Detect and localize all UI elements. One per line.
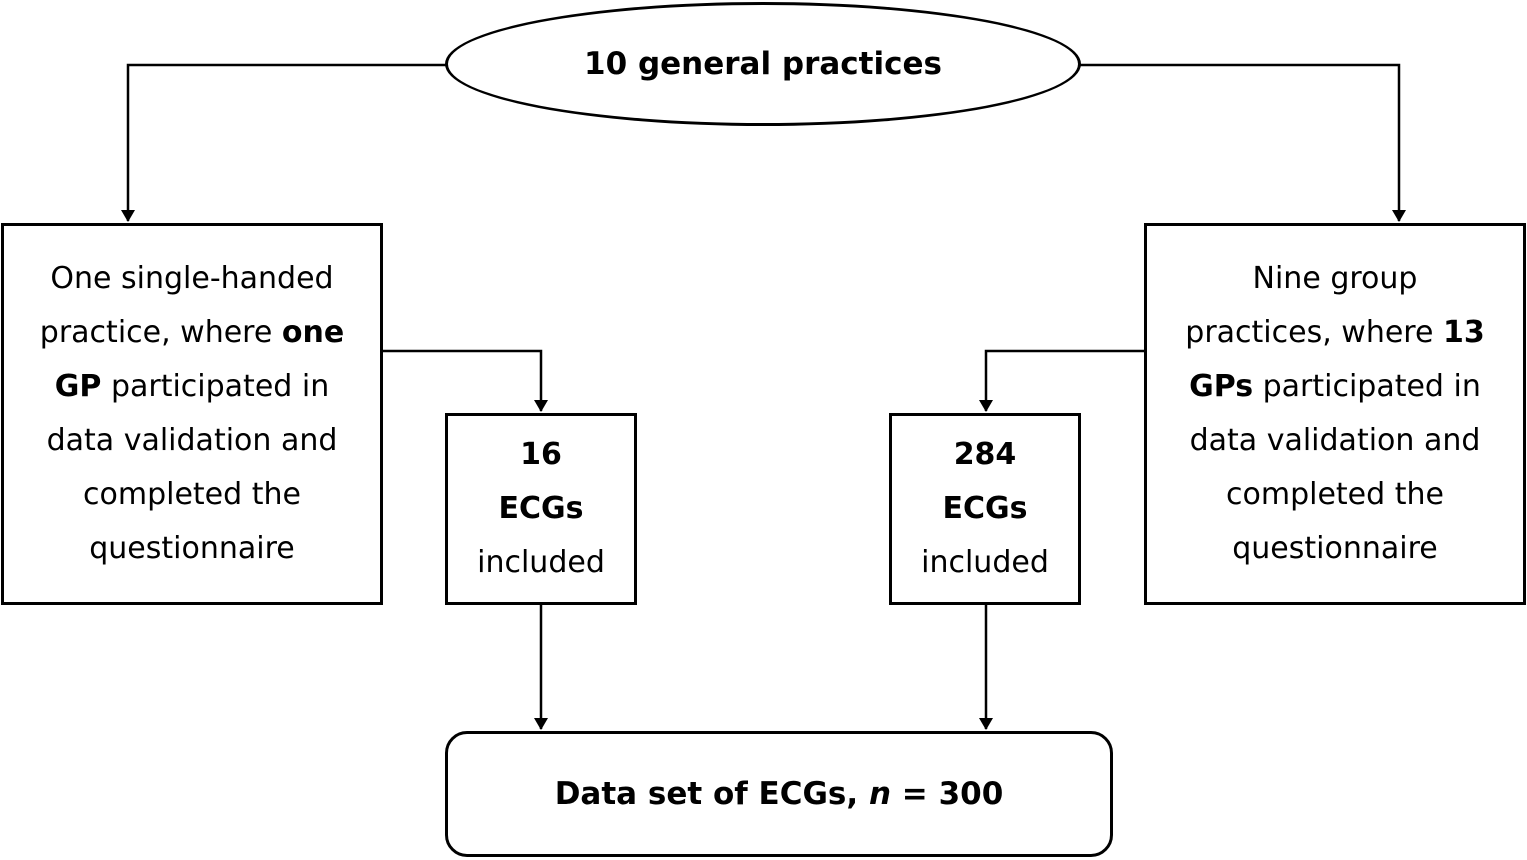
count-number: 284 — [953, 437, 1017, 472]
text-line: practice, where one — [40, 306, 344, 360]
node-general-practices-label: 10 general practices — [584, 46, 942, 82]
node-data-set: Data set of ECGs, n = 300 — [445, 731, 1113, 857]
bold-text: GP — [54, 369, 102, 404]
count-unit: ECGs — [942, 491, 1028, 526]
text-run: participated in — [101, 369, 330, 404]
text-line: One single-handed — [50, 252, 333, 306]
count-number: 16 — [520, 437, 562, 472]
bold-text: 13 — [1442, 315, 1485, 350]
text-run: questionnaire — [89, 531, 295, 566]
text-run: practice, where — [39, 315, 282, 350]
bold-text: GPs — [1189, 369, 1254, 404]
count-status: included — [477, 545, 605, 580]
text-run: data validation and — [1189, 423, 1481, 458]
bold-text: one — [281, 315, 345, 350]
data-set-prefix: Data set of ECGs, — [554, 776, 869, 812]
text-line: data validation and — [47, 414, 338, 468]
node-16-ecgs: 16 ECGs included — [445, 413, 637, 605]
text-line: GP participated in — [55, 360, 329, 414]
text-run: completed the — [83, 477, 301, 512]
arrow-top-to-left — [121, 63, 446, 222]
arrow-left-to-16 — [383, 349, 548, 412]
text-line: data validation and — [1190, 414, 1481, 468]
data-set-n: n — [868, 776, 892, 812]
node-284-ecgs: 284 ECGs included — [889, 413, 1081, 605]
text-run: Nine group — [1252, 261, 1418, 296]
text-run: participated in — [1253, 369, 1481, 404]
text-line: completed the — [1226, 468, 1444, 522]
data-set-suffix: = 300 — [891, 776, 1004, 812]
text-run: questionnaire — [1232, 531, 1438, 566]
text-line: Nine group — [1253, 252, 1418, 306]
text-line: practices, where 13 — [1185, 306, 1484, 360]
arrow-top-to-right — [1080, 63, 1406, 222]
count-unit: ECGs — [498, 491, 584, 526]
text-line: GPs participated in — [1189, 360, 1481, 414]
text-run: practices, where — [1185, 315, 1443, 350]
text-run: completed the — [1226, 477, 1444, 512]
text-line: questionnaire — [1232, 522, 1437, 576]
node-general-practices: 10 general practices — [445, 2, 1081, 126]
count-status: included — [921, 545, 1049, 580]
text-run: One single-handed — [50, 261, 334, 296]
text-line: completed the — [83, 468, 301, 522]
text-line: questionnaire — [89, 522, 294, 576]
arrow-right-to-284 — [979, 349, 1144, 412]
data-set-label: Data set of ECGs, n = 300 — [555, 767, 1004, 821]
text-run: data validation and — [46, 423, 338, 458]
